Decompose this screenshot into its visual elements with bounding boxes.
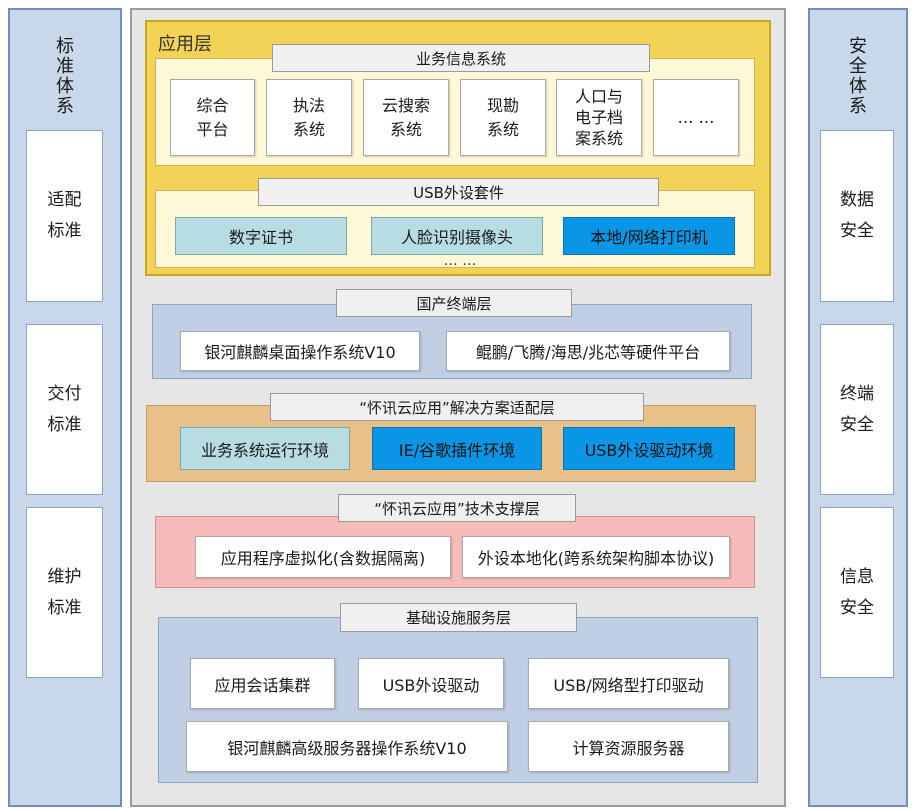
standards-title-char: 准 (56, 56, 74, 77)
usb-kit-title: USB外设套件 (258, 178, 659, 206)
data-security-line2: 安全 (840, 221, 874, 241)
business-system-line: 平台 (196, 119, 229, 139)
standards-title-char: 系 (56, 96, 74, 117)
data-security-line1: 数据 (840, 190, 874, 210)
business-system-item: 云搜索 系统 (363, 79, 449, 156)
usb-kit-item: 数字证书 (175, 217, 347, 255)
business-system-item: … … (653, 79, 739, 156)
security-title-char: 体 (849, 76, 867, 97)
infra-item: USB外设驱动 (358, 658, 504, 709)
delivery-standard-line2: 标准 (47, 414, 82, 435)
business-system-item: 人口与 电子档 案系统 (556, 79, 642, 156)
business-system-line: 系统 (292, 119, 325, 139)
tech-item: 外设本地化(跨系统架构脚本协议) (462, 536, 730, 578)
terminal-hardware-box: 鲲鹏/飞腾/海思/兆芯等硬件平台 (446, 331, 730, 371)
standards-title-char: 体 (56, 76, 74, 97)
business-system-line: 执法 (292, 95, 325, 115)
info-security-line2: 安全 (840, 597, 874, 618)
info-security-line1: 信息 (840, 566, 874, 587)
security-title-char: 安 (849, 36, 867, 57)
adapt-item: IE/谷歌插件环境 (372, 427, 542, 470)
business-system-line: … … (677, 107, 715, 127)
adapt-item: 业务系统运行环境 (180, 427, 350, 470)
adapt-standard-box: 适配 标准 (26, 130, 103, 302)
security-title-char: 系 (849, 96, 867, 117)
terminal-security-box: 终端 安全 (820, 324, 894, 495)
infra-item: 应用会话集群 (190, 658, 335, 709)
adaptation-layer-title: “怀讯云应用”解决方案适配层 (270, 393, 644, 421)
maintenance-standard-line1: 维护 (47, 566, 82, 587)
business-system-line: 现勘 (486, 95, 519, 115)
info-security-box: 信息 安全 (820, 507, 894, 678)
tech-support-layer-title: “怀讯云应用”技术支撑层 (338, 494, 576, 522)
adapt-standard-line1: 适配 (47, 190, 82, 210)
business-system-line: 电子档 (574, 108, 623, 127)
business-system-item: 执法 系统 (266, 79, 352, 156)
business-system-line: 系统 (389, 119, 422, 139)
adapt-standard-line2: 标准 (47, 221, 82, 241)
application-layer-title: 应用层 (158, 34, 212, 55)
usb-kit-item: 本地/网络打印机 (563, 217, 735, 255)
adapt-item: USB外设驱动环境 (563, 427, 735, 470)
security-column: 安 全 体 系 数据 安全 终端 安全 信息 安全 (808, 8, 908, 807)
business-system-line: 系统 (486, 119, 519, 139)
maintenance-standard-line2: 标准 (47, 597, 82, 618)
terminal-layer-title: 国产终端层 (336, 289, 572, 317)
delivery-standard-line1: 交付 (47, 383, 82, 404)
business-system-line: 案系统 (574, 129, 623, 148)
standards-title: 标 准 体 系 (10, 32, 120, 122)
delivery-standard-box: 交付 标准 (26, 324, 103, 495)
business-system-line: 云搜索 (381, 95, 430, 115)
business-system-line: 人口与 (574, 87, 623, 106)
security-title: 安 全 体 系 (810, 32, 906, 122)
business-system-line: 综合 (196, 95, 229, 115)
business-systems-title: 业务信息系统 (272, 44, 650, 72)
business-system-item: 综合 平台 (170, 79, 255, 156)
usb-kit-item: 人脸识别摄像头 (371, 217, 543, 255)
business-system-item: 现勘 系统 (460, 79, 546, 156)
terminal-security-line2: 安全 (840, 414, 874, 435)
terminal-security-line1: 终端 (840, 383, 874, 404)
infrastructure-layer-title: 基础设施服务层 (340, 603, 577, 632)
usb-kit-more: … … (443, 253, 477, 269)
standards-title-char: 标 (56, 36, 74, 57)
terminal-os-box: 银河麒麟桌面操作系统V10 (180, 331, 420, 371)
infra-item: 计算资源服务器 (528, 721, 729, 772)
data-security-box: 数据 安全 (820, 130, 894, 302)
maintenance-standard-box: 维护 标准 (26, 507, 103, 678)
infra-item: 银河麒麟高级服务器操作系统V10 (186, 721, 508, 772)
security-title-char: 全 (849, 56, 867, 77)
tech-item: 应用程序虚拟化(含数据隔离) (195, 536, 451, 578)
infra-item: USB/网络型打印驱动 (528, 658, 729, 709)
standards-column: 标 准 体 系 适配 标准 交付 标准 维护 标准 (8, 8, 122, 807)
